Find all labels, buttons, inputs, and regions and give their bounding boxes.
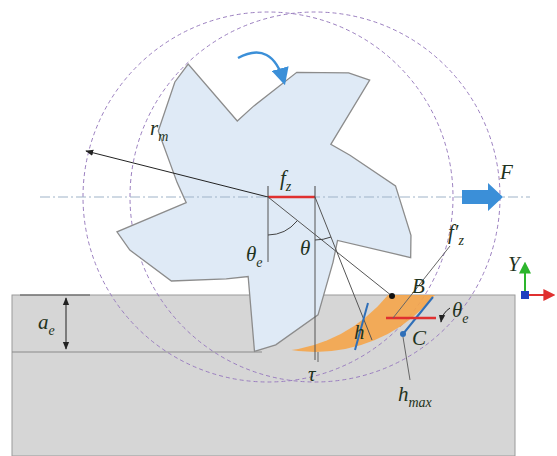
- angle-arc: [315, 237, 331, 240]
- chip-thickness: [355, 303, 368, 350]
- math-label: θe: [452, 300, 469, 321]
- math-label: θe: [246, 244, 263, 265]
- x-axis: [525, 294, 553, 296]
- feed-segment: [268, 196, 315, 199]
- leader-line: [403, 337, 410, 380]
- tick: [268, 186, 269, 197]
- angle-arrow: [441, 308, 450, 322]
- subscript: z: [458, 233, 463, 248]
- reference-line: [315, 197, 316, 360]
- math-label: fz: [280, 168, 291, 189]
- point-b: [389, 293, 395, 299]
- subscript: e: [462, 311, 468, 326]
- symbol: r: [150, 116, 158, 140]
- axis-label: Y: [508, 254, 520, 275]
- dimension-line: [66, 298, 67, 349]
- math-label: F: [500, 162, 513, 183]
- symbol: h: [354, 320, 365, 344]
- angle-arc: [268, 221, 297, 235]
- symbol: θ: [300, 236, 310, 260]
- dim-extension: [20, 295, 90, 296]
- engagement-line: [268, 197, 392, 296]
- subscript: max: [409, 395, 432, 410]
- math-label: τ: [308, 364, 316, 385]
- origin-mark: [521, 291, 529, 299]
- cutter-outline: [117, 64, 411, 351]
- math-label: rm: [150, 118, 168, 139]
- symbol: F: [500, 160, 513, 184]
- symbol: B: [412, 274, 425, 298]
- math-label: B: [412, 276, 425, 297]
- math-label: hmax: [398, 384, 432, 405]
- subscript: m: [158, 129, 168, 144]
- tick: [315, 186, 316, 197]
- machined-surface: [12, 352, 262, 353]
- math-label: C: [412, 328, 426, 349]
- subscript: z: [286, 179, 291, 194]
- radius-line: [86, 151, 268, 197]
- reference-line: [268, 197, 269, 262]
- rotation-arrow: [238, 53, 284, 82]
- y-axis: [524, 264, 526, 295]
- symbol: h: [398, 382, 409, 406]
- point-c: [400, 331, 406, 337]
- symbol: θ: [246, 242, 256, 266]
- leader-line: [318, 352, 319, 362]
- symbol: θ: [452, 298, 462, 322]
- symbol: a: [38, 310, 49, 334]
- center-line: [40, 197, 530, 198]
- math-label: ae: [38, 312, 55, 333]
- symbol: f: [280, 166, 286, 190]
- subscript: e: [256, 255, 262, 270]
- subscript: e: [49, 323, 55, 338]
- feed-arrow: [462, 183, 503, 211]
- leader-line: [393, 246, 450, 318]
- math-label: f′z: [448, 222, 464, 243]
- math-label: θ: [300, 238, 310, 259]
- math-label: h: [354, 322, 365, 343]
- symbol: τ: [308, 362, 316, 386]
- symbol: C: [412, 326, 426, 350]
- symbol: f′: [448, 220, 458, 244]
- symbol: Y: [508, 252, 520, 276]
